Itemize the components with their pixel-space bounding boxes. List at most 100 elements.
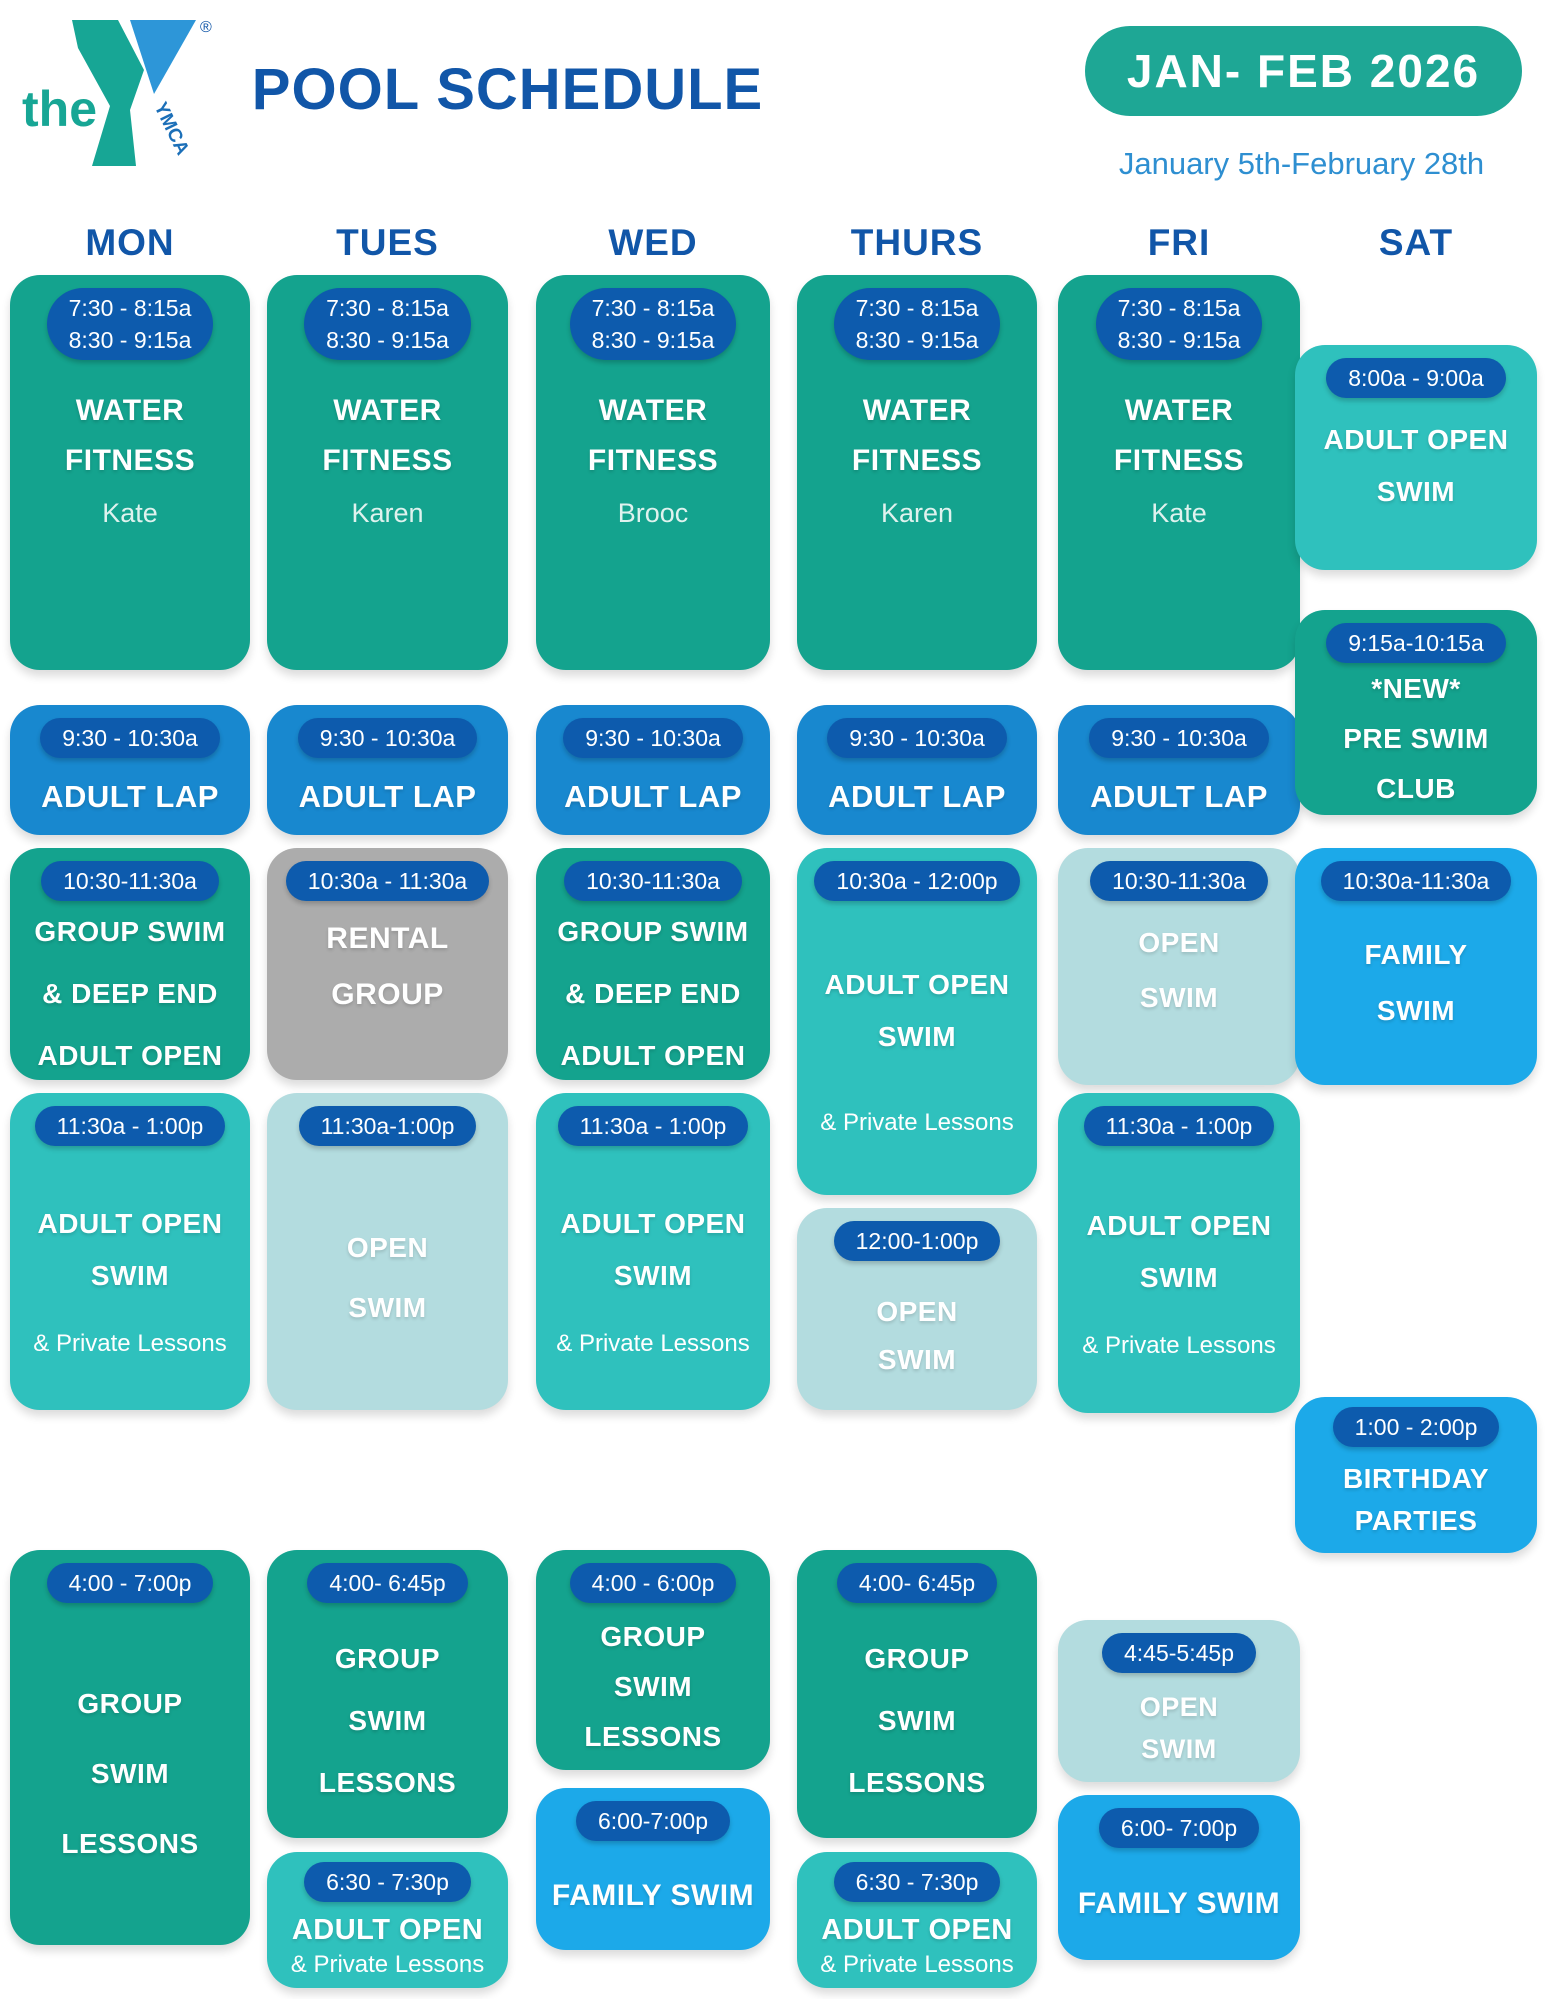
time-pill: 7:30 - 8:15a 8:30 - 9:15a	[833, 288, 1001, 360]
block-note: & Private Lessons	[820, 1951, 1014, 1978]
block-mon-adult-lap: 9:30 - 10:30a ADULT LAP	[10, 705, 250, 835]
block-fri-open-swim-evening: 4:45-5:45p OPEN SWIM	[1058, 1620, 1300, 1782]
block-title: ADULT OPEN	[824, 969, 1010, 1000]
time-text: 10:30a - 12:00p	[836, 868, 998, 894]
block-title: SWIM	[613, 1260, 693, 1291]
time-text: 8:30 - 9:15a	[326, 327, 449, 353]
block-title: ADULT OPEN	[1323, 424, 1509, 455]
block-thurs-adult-open-evening: 6:30 - 7:30p ADULT OPEN & Private Lesson…	[797, 1852, 1037, 1988]
block-wed-adult-lap: 9:30 - 10:30a ADULT LAP	[536, 705, 770, 835]
block-title: SWIM	[613, 1670, 693, 1702]
time-pill: 9:15a-10:15a	[1326, 623, 1506, 663]
block-wed-group-swim-deep-end: 10:30-11:30a GROUP SWIM & DEEP END ADULT…	[536, 848, 770, 1080]
time-text: 8:30 - 9:15a	[1117, 327, 1241, 353]
time-text: 7:30 - 8:15a	[326, 295, 449, 321]
time-text: 4:00- 6:45p	[329, 1570, 446, 1596]
time-text: 6:00- 7:00p	[1120, 1815, 1238, 1841]
block-title: LESSONS	[584, 1720, 722, 1752]
time-text: 12:00-1:00p	[855, 1228, 979, 1254]
block-title: SWIM	[1139, 982, 1219, 1013]
time-pill: 6:00-7:00p	[576, 1801, 730, 1841]
block-wed-water-fitness: 7:30 - 8:15a 8:30 - 9:15a WATER FITNESS …	[536, 275, 770, 670]
block-title: ADULT LAP	[1090, 778, 1268, 814]
time-pill: 7:30 - 8:15a 8:30 - 9:15a	[1095, 288, 1263, 360]
time-text: 6:30 - 7:30p	[326, 1869, 449, 1895]
time-pill: 9:30 - 10:30a	[40, 718, 220, 758]
ymca-logo-triangle	[130, 20, 196, 94]
time-text: 7:30 - 8:15a	[855, 295, 979, 321]
block-wed-adult-open-swim: 11:30a - 1:00p ADULT OPEN SWIM & Private…	[536, 1093, 770, 1410]
ymca-logo: the YMCA ®	[22, 19, 212, 166]
block-title: ADULT LAP	[298, 778, 477, 814]
block-title: SWIM	[348, 1704, 427, 1736]
time-text: 9:15a-10:15a	[1348, 630, 1484, 656]
time-pill: 11:30a - 1:00p	[34, 1106, 226, 1146]
block-title: FAMILY	[1364, 939, 1468, 970]
block-title: CLUB	[1376, 773, 1456, 804]
instructor-name: Kate	[102, 498, 158, 528]
instructor-name: Karen	[351, 498, 424, 528]
day-header-fri: FRI	[1147, 222, 1211, 263]
block-title: ADULT OPEN	[1086, 1209, 1272, 1241]
time-text: 4:00 - 6:00p	[591, 1570, 715, 1596]
block-title: LESSONS	[318, 1766, 457, 1798]
day-header-sat: SAT	[1378, 222, 1454, 263]
block-fri-adult-lap: 9:30 - 10:30a ADULT LAP	[1058, 705, 1300, 835]
time-text: 11:30a - 1:00p	[579, 1113, 727, 1139]
time-pill: 6:30 - 7:30p	[833, 1862, 1001, 1902]
time-pill: 1:00 - 2:00p	[1332, 1407, 1500, 1447]
block-title: SWIM	[877, 1343, 957, 1375]
time-text: 10:30-11:30a	[1112, 868, 1246, 894]
time-text: 9:30 - 10:30a	[319, 725, 456, 751]
time-pill: 7:30 - 8:15a 8:30 - 9:15a	[46, 288, 214, 360]
block-title: ADULT OPEN	[37, 1040, 223, 1071]
time-pill: 9:30 - 10:30a	[1089, 718, 1269, 758]
block-title: GROUP	[331, 978, 444, 1011]
time-pill: 10:30a - 12:00p	[814, 861, 1020, 901]
block-fri-open-swim: 10:30-11:30a OPEN SWIM	[1058, 848, 1300, 1085]
time-pill: 6:00- 7:00p	[1098, 1808, 1260, 1848]
block-title: FAMILY SWIM	[551, 1878, 755, 1912]
block-note: & Private Lessons	[33, 1330, 227, 1357]
time-text: 9:30 - 10:30a	[849, 725, 985, 751]
ymca-logo-ymca-text: YMCA	[150, 99, 194, 159]
block-title: PRE SWIM	[1343, 723, 1489, 754]
block-mon-group-swim-deep-end: 10:30-11:30a GROUP SWIM & DEEP END ADULT…	[10, 848, 250, 1080]
time-pill: 10:30a - 11:30a	[285, 861, 490, 901]
time-text: 7:30 - 8:15a	[591, 295, 715, 321]
instructor-name: Brooc	[617, 498, 689, 528]
block-note: & Private Lessons	[290, 1951, 485, 1978]
time-text: 10:30-11:30a	[63, 868, 197, 894]
block-note: & Private Lessons	[820, 1109, 1014, 1136]
block-title: SWIM	[1376, 476, 1456, 507]
time-pill: 10:30-11:30a	[1090, 861, 1268, 901]
block-fri-water-fitness: 7:30 - 8:15a 8:30 - 9:15a WATER FITNESS …	[1058, 275, 1300, 670]
block-title: FITNESS	[587, 444, 719, 477]
block-title: SWIM	[90, 1260, 170, 1291]
block-mon-water-fitness: 7:30 - 8:15a 8:30 - 9:15a WATER FITNESS …	[10, 275, 250, 670]
block-sat-adult-open-swim: 8:00a - 9:00a ADULT OPEN SWIM	[1295, 345, 1537, 570]
time-text: 4:00 - 7:00p	[68, 1570, 192, 1596]
time-text: 9:30 - 10:30a	[585, 725, 721, 751]
day-header-wed: WED	[608, 222, 698, 263]
block-title: FAMILY SWIM	[1077, 1887, 1281, 1920]
block-title: ADULT OPEN	[37, 1208, 223, 1239]
time-text: 10:30a - 11:30a	[307, 868, 468, 894]
time-pill: 8:00a - 9:00a	[1326, 358, 1506, 398]
block-tues-rental-group: 10:30a - 11:30a RENTAL GROUP	[267, 848, 508, 1080]
time-pill: 4:45-5:45p	[1102, 1633, 1256, 1673]
block-title: SWIM	[1376, 995, 1456, 1026]
block-title: LESSONS	[61, 1828, 199, 1859]
block-thurs-group-swim-lessons: 4:00- 6:45p GROUP SWIM LESSONS	[797, 1550, 1037, 1838]
time-pill: 10:30-11:30a	[564, 861, 742, 901]
block-title: & DEEP END	[42, 978, 218, 1009]
period-badge: JAN- FEB 2026	[1085, 26, 1522, 116]
block-tues-water-fitness: 7:30 - 8:15a 8:30 - 9:15a WATER FITNESS …	[267, 275, 508, 670]
time-pill: 6:30 - 7:30p	[304, 1862, 471, 1902]
block-title: SWIM	[877, 1021, 957, 1052]
time-text: 10:30-11:30a	[586, 868, 720, 894]
block-mon-adult-open-swim: 11:30a - 1:00p ADULT OPEN SWIM & Private…	[10, 1093, 250, 1410]
block-title: GROUP SWIM	[557, 916, 749, 947]
time-pill: 10:30a-11:30a	[1320, 861, 1512, 901]
